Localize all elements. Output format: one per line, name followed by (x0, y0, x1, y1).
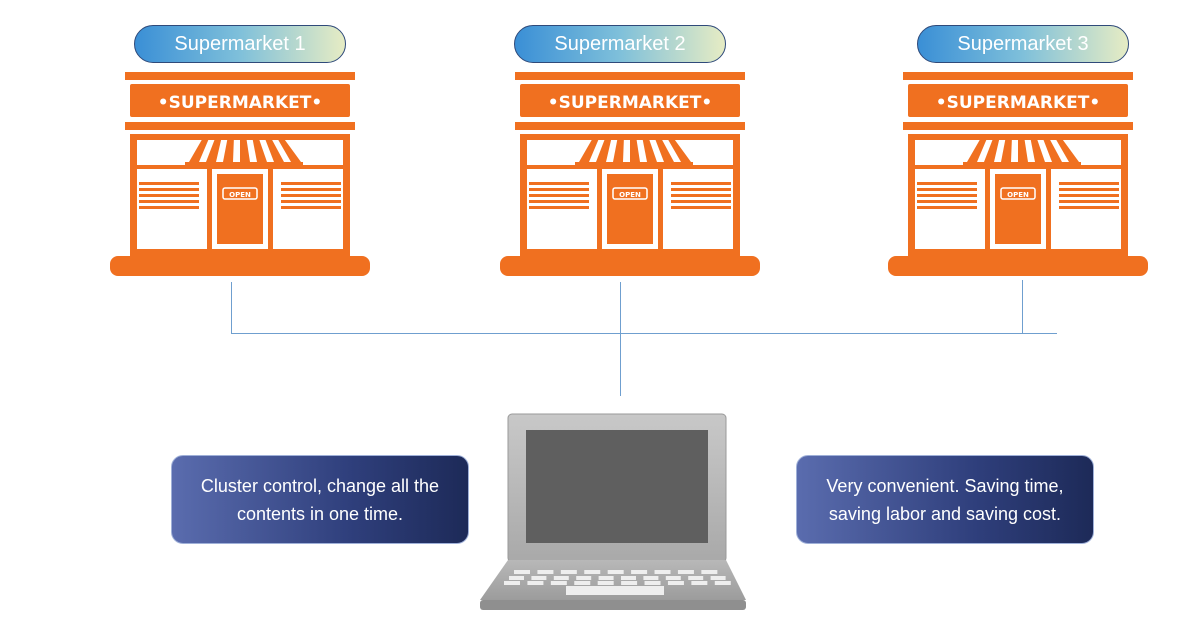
keyboard-key (691, 581, 708, 585)
keyboard-key (576, 576, 592, 580)
connector-store-3 (1022, 280, 1023, 333)
keyboard-key (701, 570, 718, 574)
keyboard-key (531, 576, 547, 580)
connector-store-1 (231, 282, 232, 334)
keyboard-key (509, 576, 524, 580)
storefront-icon: •SUPERMARKET• OPEN (887, 70, 1149, 280)
connector-store-2 (620, 282, 621, 396)
keyboard-key (643, 576, 659, 580)
keyboard-key (584, 570, 601, 574)
note-right: Very convenient. Saving time, saving lab… (796, 455, 1094, 544)
keyboard-key (677, 570, 694, 574)
keyboard-key (550, 581, 567, 585)
door-sign: OPEN (619, 191, 641, 199)
keyboard-key (714, 581, 731, 585)
laptop-icon (480, 413, 746, 610)
keyboard-key (574, 581, 591, 585)
keyboard-key (688, 576, 704, 580)
door-sign: OPEN (1007, 191, 1029, 199)
storefront-icon: •SUPERMARKET• OPEN (109, 70, 371, 280)
store-label-2: Supermarket 2 (514, 25, 726, 63)
store-label-3: Supermarket 3 (917, 25, 1129, 63)
keyboard-key (631, 570, 648, 574)
keyboard-key (621, 581, 638, 585)
keyboard-key (597, 581, 614, 585)
keyboard-key (598, 576, 614, 580)
keyboard-key (504, 581, 520, 585)
door-sign: OPEN (229, 191, 251, 199)
keyboard-key (710, 576, 726, 580)
keyboard-key (514, 570, 530, 574)
connector-bus (231, 333, 1057, 334)
keyboard-key (644, 581, 661, 585)
keyboard-key (665, 576, 681, 580)
keyboard-key (654, 570, 671, 574)
note-left: Cluster control, change all the contents… (171, 455, 469, 544)
keyboard-key (607, 570, 624, 574)
keyboard-key (537, 570, 554, 574)
store-label-1: Supermarket 1 (134, 25, 346, 63)
storefront-icon: •SUPERMARKET• OPEN (499, 70, 761, 280)
keyboard-key (560, 570, 577, 574)
store-sign: •SUPERMARKET• (158, 93, 323, 113)
keyboard-key (621, 576, 636, 580)
store-sign: •SUPERMARKET• (936, 93, 1101, 113)
keyboard-key (527, 581, 544, 585)
keyboard-key (553, 576, 569, 580)
store-sign: •SUPERMARKET• (548, 93, 713, 113)
keyboard-key (667, 581, 684, 585)
